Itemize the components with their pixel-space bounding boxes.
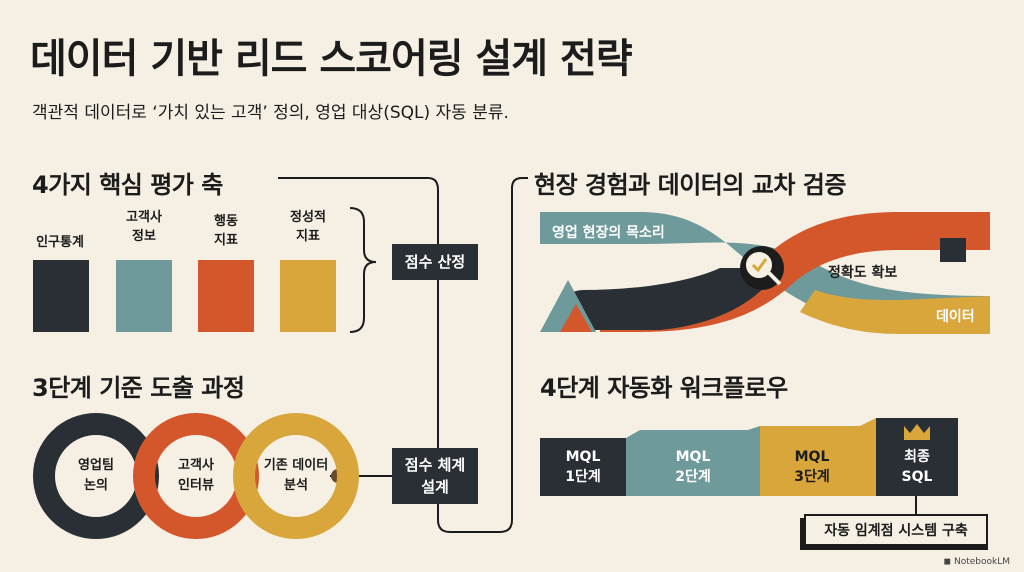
stages-heading: 3단계 기준 도출 과정 <box>32 374 245 402</box>
workflow-step-4-card <box>876 418 958 496</box>
dark-square <box>940 238 966 262</box>
data-label: 데이터 <box>936 309 975 325</box>
axis-label-3: 행동 지표 <box>214 214 238 248</box>
orange-triangle <box>560 304 592 332</box>
scoring-box: 점수 산정 <box>392 244 478 280</box>
workflow-step-1-label: MQL 1단계 <box>565 449 601 485</box>
workflow-step-3-label: MQL 3단계 <box>794 449 830 485</box>
threshold-box: 자동 임계점 시스템 구축 <box>804 514 988 546</box>
axis-box-demographics <box>33 260 89 332</box>
dark-ribbon <box>560 268 780 330</box>
axis-box-company <box>116 260 172 332</box>
workflow-step-3-card <box>760 418 876 496</box>
workflow-step-4-label: 최종 SQL <box>901 449 933 485</box>
ring-analysis <box>233 413 359 539</box>
ring-label-sales: 영업팀 논의 <box>78 458 114 493</box>
axes-heading-line <box>278 177 528 533</box>
axis-box-qualitative <box>280 260 336 332</box>
ring-label-interview: 고객사 인터뷰 <box>178 458 214 493</box>
notebooklm-icon: ◼ <box>943 557 954 567</box>
axis-label-4: 정성적 지표 <box>290 210 326 244</box>
workflow-step-2-card <box>626 426 760 496</box>
axes-brace <box>349 207 377 333</box>
footer-brand-label: NotebookLM <box>953 557 1010 567</box>
workflow-heading: 4단계 자동화 워크플로우 <box>540 374 788 402</box>
page-subtitle: 객관적 데이터로 ‘가치 있는 고객’ 정의, 영업 대상(SQL) 자동 분류… <box>32 103 509 123</box>
mustard-ribbon <box>800 290 990 334</box>
ring-label-analysis: 기존 데이터 분석 <box>263 458 329 493</box>
crosscheck-heading: 현장 경험과 데이터의 교차 검증 <box>534 171 846 199</box>
accuracy-label: 정확도 확보 <box>828 265 898 281</box>
axis-box-behavior <box>198 260 254 332</box>
crown-icon <box>904 424 930 440</box>
axis-label-2: 고객사 정보 <box>126 210 162 244</box>
voice-label: 영업 현장의 목소리 <box>552 225 665 241</box>
page-title: 데이터 기반 리드 스코어링 설계 전략 <box>30 36 633 82</box>
system-design-box: 점수 체계 설계 <box>392 448 478 504</box>
footer-brand: ◼ NotebookLM <box>944 557 1010 567</box>
workflow-step-2-label: MQL 2단계 <box>675 449 711 485</box>
workflow-step-1-card <box>540 438 626 496</box>
axes-heading: 4가지 핵심 평가 축 <box>32 171 223 199</box>
magnifier-check-icon <box>740 246 784 290</box>
axis-label-1: 인구통계 <box>36 235 84 250</box>
